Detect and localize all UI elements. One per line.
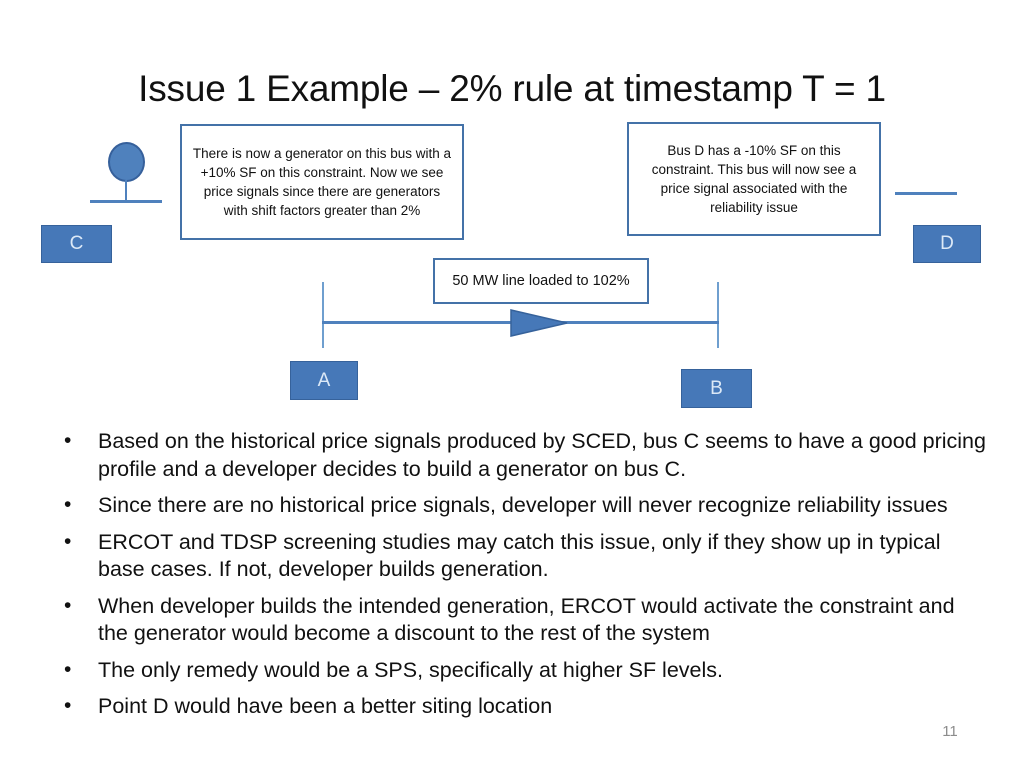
callout-line-loading: 50 MW line loaded to 102%	[433, 258, 649, 304]
list-item-text: Since there are no historical price sign…	[98, 493, 948, 518]
list-item: • When developer builds the intended gen…	[58, 593, 988, 648]
bus-bar-c-line	[90, 200, 162, 203]
bullet-marker: •	[64, 493, 72, 517]
bus-node-c[interactable]: C	[41, 225, 112, 263]
bus-bar-b-line	[717, 282, 719, 348]
bullet-marker: •	[64, 529, 72, 553]
list-item: • Point D would have been a better sitin…	[58, 693, 988, 721]
list-item-text: Based on the historical price signals pr…	[98, 429, 986, 481]
bullet-list: • Based on the historical price signals …	[58, 428, 988, 730]
bus-bar-a-line	[322, 282, 324, 348]
bus-node-b[interactable]: B	[681, 369, 752, 408]
list-item-text: The only remedy would be a SPS, specific…	[98, 657, 723, 682]
generator-symbol-icon	[108, 142, 145, 182]
bus-node-d[interactable]: D	[913, 225, 981, 263]
bus-node-d-label: D	[940, 233, 954, 254]
bus-bar-d-line	[895, 192, 957, 195]
callout-generator-note: There is now a generator on this bus wit…	[180, 124, 464, 240]
callout-bus-d-note: Bus D has a -10% SF on this constraint. …	[627, 122, 881, 236]
page-number: 11	[942, 723, 958, 740]
bus-node-b-label: B	[710, 377, 723, 399]
page-title: Issue 1 Example – 2% rule at timestamp T…	[138, 68, 886, 109]
bullet-marker: •	[64, 657, 72, 681]
bus-node-a[interactable]: A	[290, 361, 358, 400]
bullet-marker: •	[64, 694, 72, 718]
bullet-marker: •	[64, 593, 72, 617]
list-item: • The only remedy would be a SPS, specif…	[58, 657, 988, 685]
flow-direction-arrow-icon	[510, 309, 568, 337]
bus-node-a-label: A	[317, 369, 331, 391]
bus-node-c-label: C	[69, 233, 84, 254]
list-item: • Based on the historical price signals …	[58, 428, 988, 483]
list-item: • ERCOT and TDSP screening studies may c…	[58, 529, 988, 584]
list-item-text: When developer builds the intended gener…	[98, 593, 955, 646]
generator-stem-line	[125, 180, 127, 202]
list-item: • Since there are no historical price si…	[58, 492, 988, 520]
bullet-marker: •	[64, 429, 72, 452]
list-item-text: Point D would have been a better siting …	[98, 694, 553, 719]
list-item-text: ERCOT and TDSP screening studies may cat…	[98, 529, 941, 582]
